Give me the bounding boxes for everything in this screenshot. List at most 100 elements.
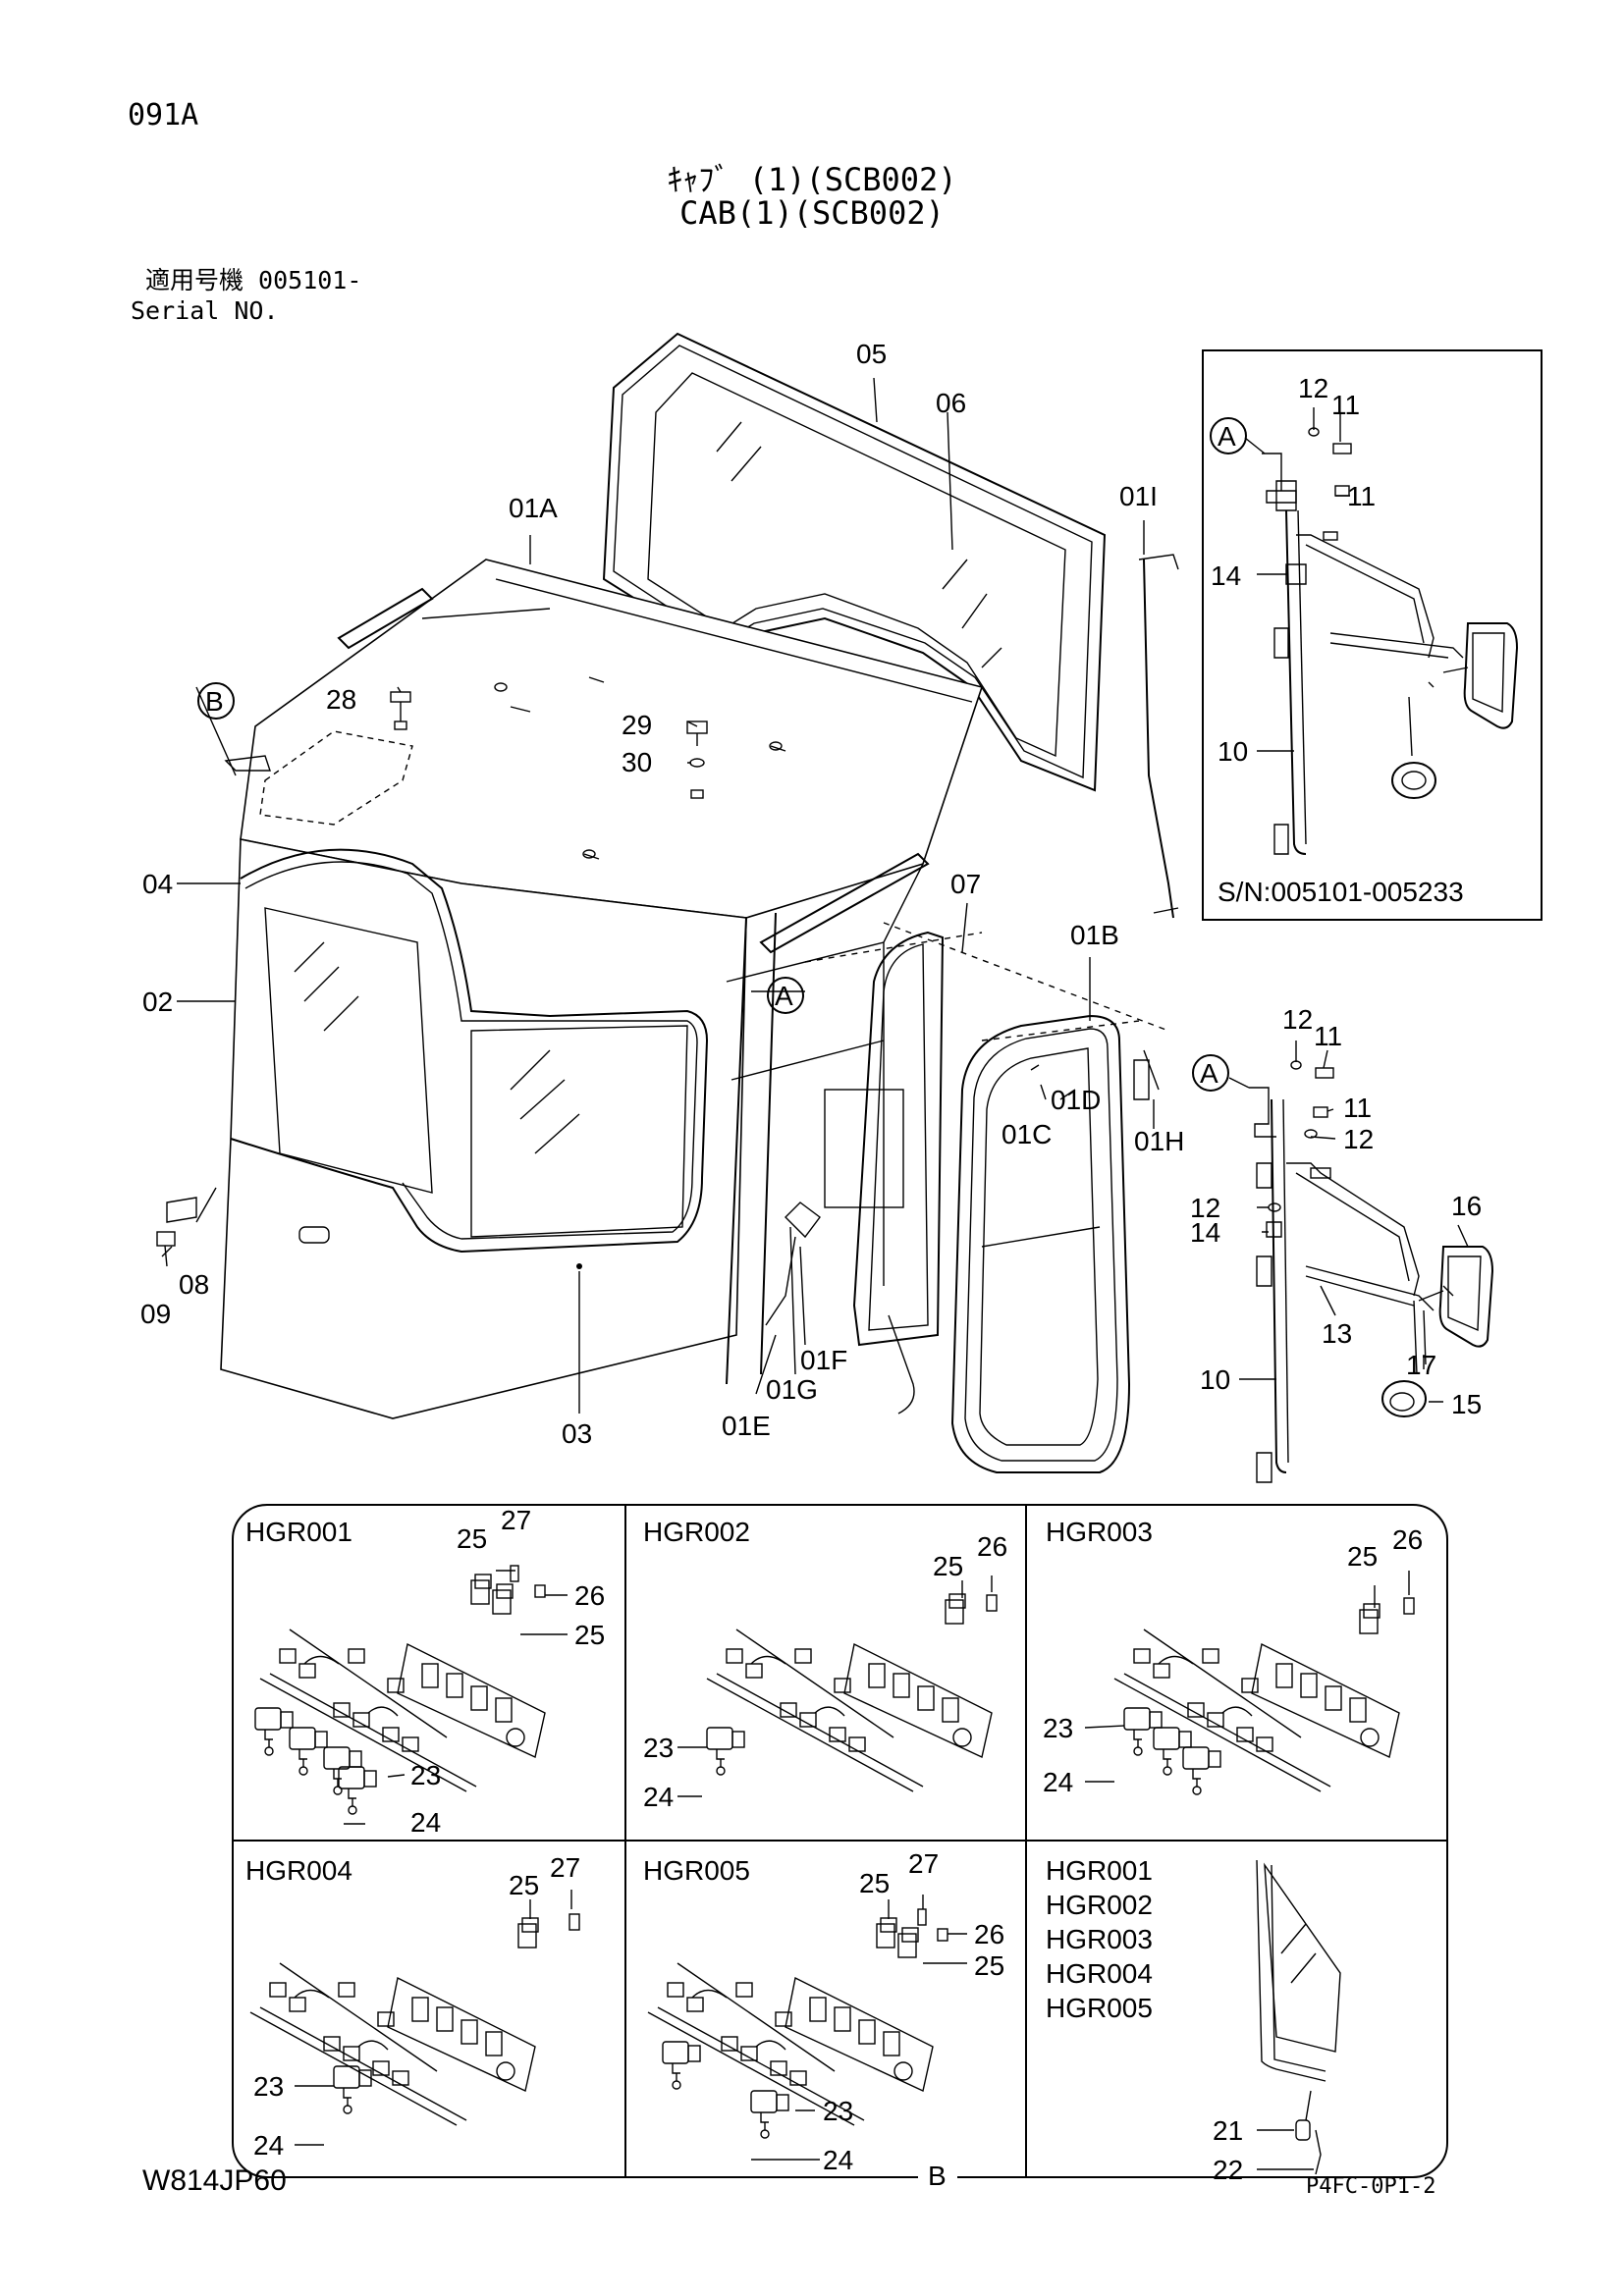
callout-a: A (775, 981, 793, 1011)
mirror-assembly-right (1228, 1041, 1494, 1483)
hgr002-panel: HGR002 26 25 23 24 (643, 1517, 1007, 1812)
mirror-inset-top-callouts: A 12 11 11 14 10 S/N:005101-005233 (1210, 373, 1464, 907)
callout-01D: 01D (1051, 1085, 1101, 1115)
right-callout-12a: 12 (1282, 1004, 1313, 1035)
hgr005-title: HGR005 (643, 1855, 750, 1886)
callout-30: 30 (622, 747, 652, 777)
callout-09: 09 (140, 1299, 171, 1329)
callout-01H: 01H (1134, 1126, 1184, 1156)
callout-01A: 01A (509, 493, 558, 523)
hgr-common-panel: HGR001 HGR002 HGR003 HGR004 HGR005 21 22 (1046, 1855, 1341, 2185)
callout-07: 07 (950, 869, 981, 899)
hgr005-callout-25a: 25 (859, 1868, 890, 1898)
right-callout-11b: 11 (1343, 1093, 1372, 1123)
title-english: CAB(1)(SCB002) (679, 194, 945, 232)
cab-drawing (156, 332, 1179, 1473)
right-callout-10: 10 (1200, 1364, 1230, 1395)
callout-01B: 01B (1070, 920, 1119, 950)
right-callout-12b: 12 (1343, 1124, 1374, 1154)
hgr002-callout-26: 26 (977, 1531, 1007, 1562)
callout-28: 28 (326, 684, 356, 715)
mirror-inset-top (1202, 349, 1543, 921)
callout-01C: 01C (1001, 1119, 1052, 1149)
inset-callout-11b: 11 (1347, 481, 1376, 511)
hgr003-callout-23: 23 (1043, 1713, 1073, 1743)
hgr005-callout-25b: 25 (974, 1950, 1004, 1981)
hgr005-callout-24: 24 (823, 2145, 853, 2175)
right-callout-12c: 12 (1190, 1193, 1220, 1223)
inset-callout-12: 12 (1298, 373, 1328, 403)
hgr004-callout-25: 25 (509, 1870, 539, 1900)
hgr003-title: HGR003 (1046, 1517, 1153, 1547)
hgr001-callout-25a: 25 (457, 1523, 487, 1554)
section-marker-b: B (928, 2161, 947, 2191)
hgr003-callout-25: 25 (1347, 1541, 1378, 1572)
hgr003-callout-24: 24 (1043, 1767, 1073, 1797)
right-callout-11a: 11 (1314, 1021, 1342, 1051)
common-label-hgr002: HGR002 (1046, 1890, 1153, 1920)
right-callout-13: 13 (1322, 1318, 1352, 1349)
callout-01G: 01G (766, 1374, 818, 1405)
right-callout-16: 16 (1451, 1191, 1482, 1221)
inset-callout-10: 10 (1218, 736, 1248, 767)
hgr005-callout-27: 27 (908, 1848, 939, 1879)
hgr001-callout-25b: 25 (574, 1620, 605, 1650)
hgr004-callout-24: 24 (253, 2130, 284, 2161)
callout-01F: 01F (800, 1345, 847, 1375)
serial-label-japanese: 適用号機 005101- (145, 266, 362, 294)
hgr002-callout-24: 24 (643, 1782, 674, 1812)
serial-label-english: Serial NO. (131, 296, 279, 325)
callout-02: 02 (142, 987, 173, 1017)
footer-left-code: W814JP60 (142, 2164, 287, 2197)
callout-01E: 01E (722, 1411, 771, 1441)
hgr001-callout-24: 24 (410, 1807, 441, 1838)
hgr001-callout-26: 26 (574, 1580, 605, 1611)
inset-serial-range: S/N:005101-005233 (1218, 877, 1464, 907)
common-label-hgr004: HGR004 (1046, 1958, 1153, 1989)
hgr001-callout-23: 23 (410, 1760, 441, 1790)
mirror-assembly-right-callouts: A 12 11 11 12 12 14 16 13 17 10 15 (1190, 1004, 1482, 1419)
common-callout-21: 21 (1213, 2115, 1243, 2146)
right-callout-15: 15 (1451, 1389, 1482, 1419)
right-callout-14: 14 (1190, 1217, 1220, 1248)
hgr004-panel: HGR004 25 27 23 24 (245, 1852, 580, 2161)
main-callouts: 05 06 01A 01I B 28 29 30 04 02 07 01B A … (140, 339, 1184, 1449)
hgr005-callout-26: 26 (974, 1919, 1004, 1949)
callout-29: 29 (622, 710, 652, 740)
title-japanese: ｷｬﾌﾞ (1)(SCB002) (667, 161, 957, 198)
right-callout-a: A (1200, 1058, 1218, 1089)
common-label-hgr005: HGR005 (1046, 1993, 1153, 2023)
common-label-hgr003: HGR003 (1046, 1924, 1153, 1954)
hgr002-callout-25: 25 (933, 1551, 963, 1581)
hgr003-panel: HGR003 26 25 23 24 (1043, 1517, 1423, 1797)
callout-03: 03 (562, 1418, 592, 1449)
hgr001-title: HGR001 (245, 1517, 352, 1547)
callout-06: 06 (936, 388, 966, 418)
callout-01I: 01I (1119, 481, 1158, 511)
callout-b: B (205, 686, 224, 717)
hgr001-panel: HGR001 25 27 26 25 23 24 (245, 1505, 605, 1838)
common-label-hgr001: HGR001 (1046, 1855, 1153, 1886)
hgr004-callout-23: 23 (253, 2071, 284, 2102)
main-leader-lines (161, 377, 1155, 1414)
inset-callout-11a: 11 (1331, 390, 1360, 420)
callout-04: 04 (142, 869, 173, 899)
common-callout-22: 22 (1213, 2155, 1243, 2185)
hgr002-callout-23: 23 (643, 1733, 674, 1763)
hgr-panel-grid (232, 1504, 1448, 2189)
hgr001-callout-27: 27 (501, 1505, 531, 1535)
right-callout-17: 17 (1406, 1350, 1436, 1380)
hgr005-callout-23: 23 (823, 2096, 853, 2126)
page-code: 091A (128, 98, 199, 133)
hgr003-callout-26: 26 (1392, 1524, 1423, 1555)
callout-05: 05 (856, 339, 887, 369)
callout-08: 08 (179, 1269, 209, 1300)
hgr004-callout-27: 27 (550, 1852, 580, 1883)
hgr004-title: HGR004 (245, 1855, 352, 1886)
callout-b-circle (197, 682, 235, 720)
hgr002-title: HGR002 (643, 1517, 750, 1547)
inset-callout-a: A (1218, 421, 1236, 452)
hgr005-panel: HGR005 25 27 26 25 23 24 (643, 1848, 1004, 2175)
footer-right-code: P4FC-0P1-2 (1306, 2174, 1436, 2199)
